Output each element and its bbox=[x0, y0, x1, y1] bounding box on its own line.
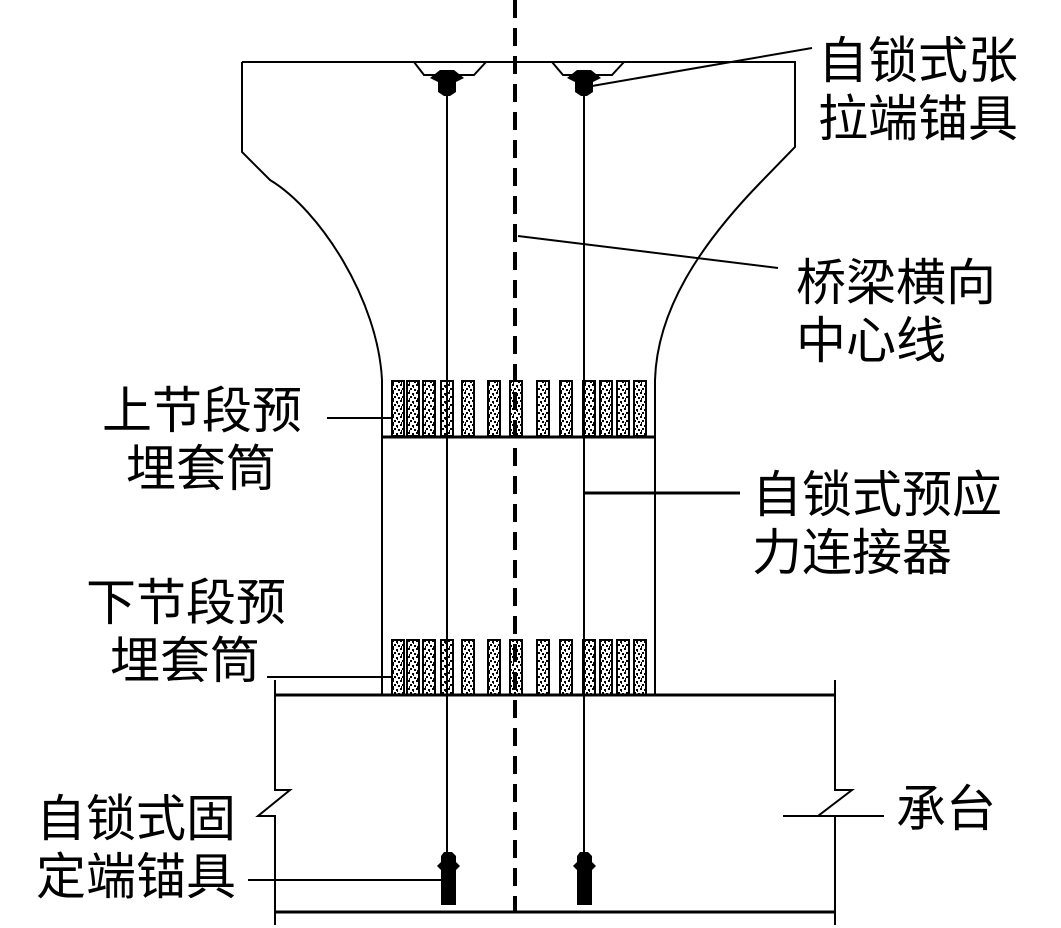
pile-cap-left-break bbox=[255, 680, 293, 925]
upper-sleeve bbox=[633, 380, 647, 437]
label-tension-anchor: 自锁式张 拉端锚具 bbox=[818, 32, 1018, 148]
upper-sleeve bbox=[616, 380, 630, 437]
lower-sleeve bbox=[422, 639, 436, 696]
label-centerline-line2: 中心线 bbox=[796, 312, 946, 370]
upper-sleeve bbox=[422, 380, 436, 437]
lower-sleeve bbox=[599, 639, 613, 696]
lower-sleeve bbox=[633, 639, 647, 696]
label-pile-cap-line1: 承台 bbox=[896, 780, 996, 838]
lower-sleeve bbox=[616, 639, 630, 696]
pier-cap-outline bbox=[241, 61, 796, 695]
lower-sleeve bbox=[391, 639, 405, 696]
label-connector-line1: 自锁式预应 bbox=[752, 466, 1002, 524]
label-centerline-line1: 桥梁横向 bbox=[796, 254, 996, 312]
lower-sleeve bbox=[536, 639, 550, 696]
label-lower-sleeve: 下节段预 埋套筒 bbox=[86, 574, 286, 690]
tension-anchor-right bbox=[567, 70, 601, 96]
label-lower-sleeve-line1: 下节段预 bbox=[86, 574, 286, 632]
label-upper-sleeve-line2: 埋套筒 bbox=[126, 440, 276, 498]
lower-sleeve bbox=[487, 639, 501, 696]
label-fixed-anchor-line1: 自锁式固 bbox=[36, 790, 236, 848]
fixed-anchor-right bbox=[573, 852, 596, 905]
label-connector-line2: 力连接器 bbox=[752, 524, 952, 582]
upper-sleeve bbox=[487, 380, 501, 437]
label-pile-cap: 承台 bbox=[896, 780, 996, 838]
upper-sleeve bbox=[406, 380, 420, 437]
upper-sleeve bbox=[599, 380, 613, 437]
upper-sleeve bbox=[461, 380, 475, 437]
label-fixed-anchor: 自锁式固 定端锚具 bbox=[36, 790, 236, 906]
lower-sleeve-group bbox=[391, 639, 647, 696]
lower-sleeve bbox=[461, 639, 475, 696]
upper-sleeve bbox=[559, 380, 573, 437]
label-fixed-anchor-line2: 定端锚具 bbox=[36, 848, 236, 906]
label-tension-anchor-line2: 拉端锚具 bbox=[818, 90, 1018, 148]
leader-tension-anchor bbox=[591, 47, 813, 87]
label-upper-sleeve: 上节段预 埋套筒 bbox=[102, 382, 302, 498]
label-centerline: 桥梁横向 中心线 bbox=[796, 254, 996, 370]
pile-cap-right-break bbox=[815, 680, 855, 925]
upper-sleeve-group bbox=[391, 380, 647, 437]
lower-sleeve bbox=[406, 639, 420, 696]
tension-anchor-left bbox=[430, 70, 464, 96]
fixed-anchor-left bbox=[437, 852, 460, 905]
upper-sleeve bbox=[391, 380, 405, 437]
label-connector: 自锁式预应 力连接器 bbox=[752, 466, 1002, 582]
leader-centerline bbox=[517, 235, 779, 269]
upper-sleeve bbox=[536, 380, 550, 437]
label-upper-sleeve-line1: 上节段预 bbox=[102, 382, 302, 440]
label-lower-sleeve-line2: 埋套筒 bbox=[110, 632, 260, 690]
label-tension-anchor-line1: 自锁式张 bbox=[818, 32, 1018, 90]
lower-sleeve bbox=[559, 639, 573, 696]
